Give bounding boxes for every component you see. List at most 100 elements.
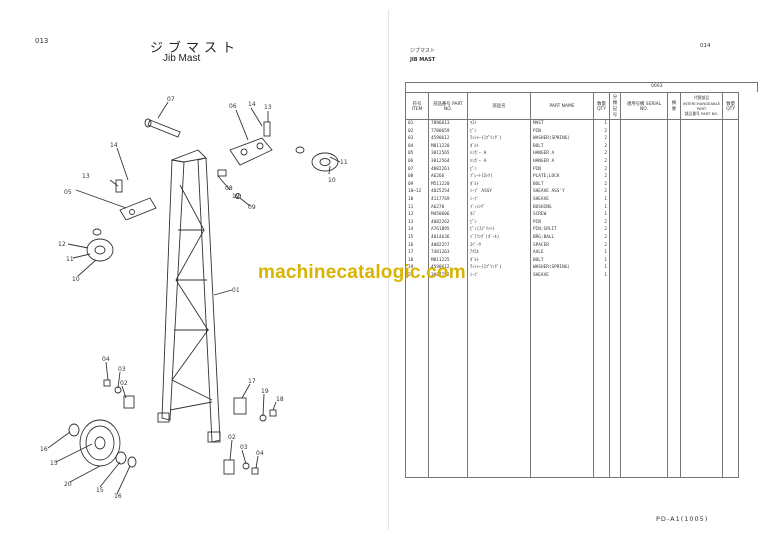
row-int-part-no	[679, 203, 724, 212]
col-item: 符号 ITEM	[405, 92, 429, 120]
col-int-part-no: 代替部品 INTERCHANGEABLE PART 部品番号 PART NO.	[679, 92, 724, 120]
watermark-text: machinecatalogic.com	[258, 262, 466, 283]
sheave-10-upper	[311, 152, 339, 172]
hanger-06	[229, 137, 273, 166]
row-note	[667, 249, 681, 257]
row-int-qty	[722, 150, 740, 158]
callout-14-left: 14	[110, 142, 118, 149]
filler-cell	[679, 279, 724, 479]
callout-03-lower: 03	[240, 444, 248, 451]
row-item: 02	[405, 127, 429, 136]
row-name-en: SCREW	[530, 211, 594, 219]
row-part-no: 4117769	[428, 195, 468, 204]
row-part-no: 4082262	[428, 218, 468, 227]
row-int-qty	[722, 119, 740, 128]
col-interchangeable: 代替部品 INTERCHANGEABLE PART	[683, 95, 721, 111]
row-serial	[620, 271, 668, 280]
row-note	[667, 150, 681, 158]
row-note	[667, 165, 681, 174]
filler-cell	[620, 279, 668, 479]
row-note	[667, 233, 681, 242]
row-int-part-no	[679, 180, 724, 189]
row-ref	[609, 241, 621, 250]
page-divider	[388, 10, 389, 530]
row-ref	[609, 218, 621, 227]
row-name-jp: ﾌﾟﾚｰﾄ(ﾛｯｸ)	[467, 173, 531, 181]
row-ref	[609, 165, 621, 174]
row-qty: 2	[593, 180, 610, 189]
row-part-no: 4082257	[428, 241, 468, 250]
row-name-en: AXLE	[530, 249, 594, 257]
row-name-jp: ﾈｼﾞ	[467, 211, 531, 219]
row-part-no: A6266	[428, 173, 468, 181]
row-int-part-no	[679, 241, 724, 250]
row-serial	[620, 218, 668, 227]
row-int-part-no	[679, 195, 724, 204]
col-int-qty: 数量 QTY	[722, 92, 740, 120]
row-serial	[620, 165, 668, 174]
row-int-part-no	[679, 264, 724, 272]
page-footer: PD-A1(1005)	[656, 515, 709, 523]
row-serial	[620, 173, 668, 181]
row-serial	[620, 249, 668, 257]
col-int-part-no-label: 部品番号 PART NO.	[684, 111, 719, 116]
row-int-qty	[722, 142, 740, 151]
col-name-jp: 部品名	[467, 92, 531, 120]
row-serial	[620, 256, 668, 265]
row-int-part-no	[679, 249, 724, 257]
pin-07	[147, 119, 181, 138]
row-name-jp: ﾎﾞﾙﾄ	[467, 256, 531, 265]
filler-cell	[593, 279, 610, 479]
row-serial	[620, 195, 668, 204]
drawing-title-jp: ジブマスト	[150, 41, 241, 56]
mast-right-leg	[197, 157, 221, 443]
row-name-en: PIN	[530, 218, 594, 227]
row-qty: 2	[593, 218, 610, 227]
callout-17: 17	[248, 378, 256, 385]
callout-03: 03	[118, 366, 126, 373]
row-int-part-no	[679, 127, 724, 136]
callout-08: 08	[225, 185, 233, 192]
row-name-en: SHEAVE	[530, 195, 594, 204]
row-item: 09	[405, 180, 429, 189]
row-note	[667, 264, 681, 272]
row-serial	[620, 188, 668, 196]
row-serial	[620, 264, 668, 272]
row-qty: 2	[593, 241, 610, 250]
row-qty: 2	[593, 142, 610, 151]
callout-05: 05	[64, 189, 72, 196]
row-int-part-no	[679, 142, 724, 151]
right-page: ジブマスト JIB MAST 014 0003 符号 ITEM 部品番号 PAR…	[388, 0, 768, 542]
callout-14: 14	[248, 101, 256, 108]
col-name-en: PART NAME	[530, 92, 594, 120]
row-serial	[620, 211, 668, 219]
row-name-jp: ﾊﾝｶﾞｰ A	[467, 150, 531, 158]
row-int-qty	[722, 165, 740, 174]
row-name-en: PLATE;LOCK	[530, 173, 594, 181]
row-name-jp: ﾋﾟﾝ	[467, 127, 531, 136]
row-int-qty	[722, 135, 740, 143]
row-item: 04	[405, 142, 429, 151]
row-ref	[609, 264, 621, 272]
row-name-jp: ﾜｯｼｬｰ(ｽﾌﾟﾘﾝｸﾞ)	[467, 264, 531, 272]
row-name-jp: ﾏｽﾄ	[467, 119, 531, 128]
row-part-no: 4014636	[428, 233, 468, 242]
table-header-jp: ジブマスト	[410, 48, 436, 54]
row-name-en: BOLT	[530, 142, 594, 151]
callout-11-left: 11	[66, 256, 74, 263]
row-serial	[620, 233, 668, 242]
row-ref	[609, 142, 621, 151]
callout-13: 13	[264, 104, 272, 111]
row-part-no: 3012564	[428, 157, 468, 166]
row-qty: 1	[593, 211, 610, 219]
row-int-part-no	[679, 135, 724, 143]
row-int-qty	[722, 233, 740, 242]
row-serial	[620, 226, 668, 234]
row-note	[667, 180, 681, 189]
row-qty: 1	[593, 249, 610, 257]
